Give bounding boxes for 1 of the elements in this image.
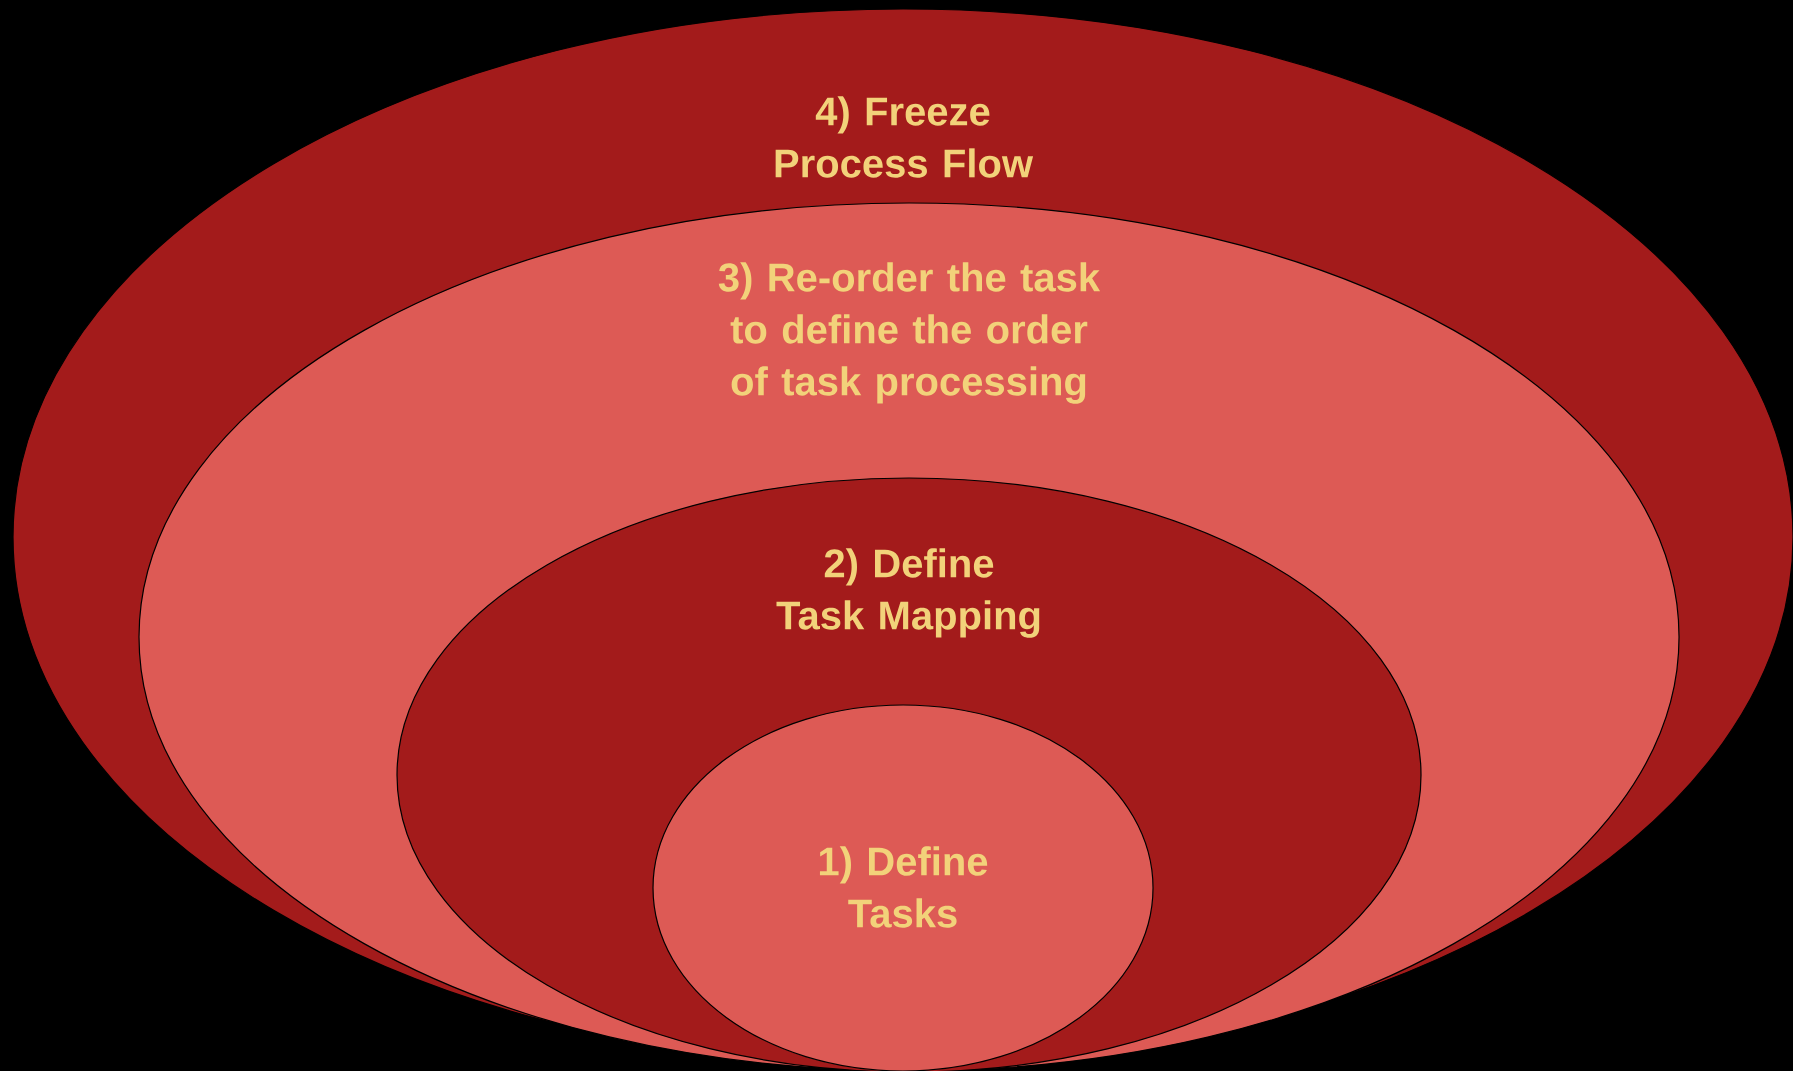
- ellipse-region: 1) Define Tasks: [652, 704, 1154, 1071]
